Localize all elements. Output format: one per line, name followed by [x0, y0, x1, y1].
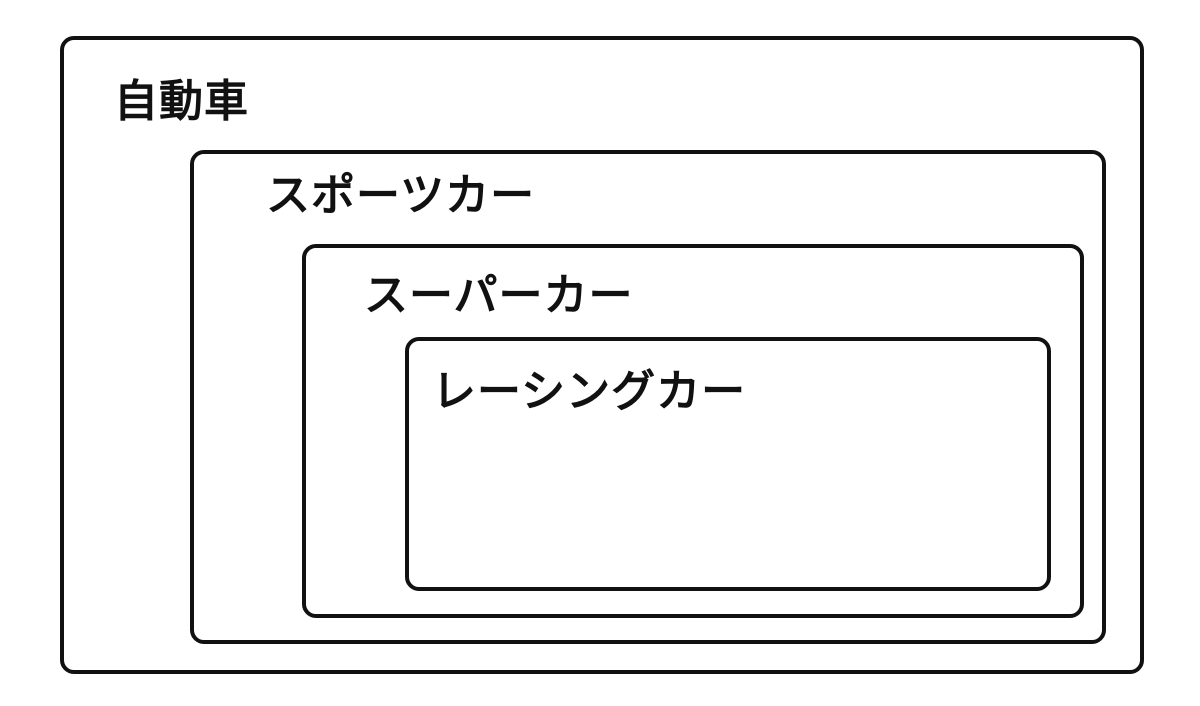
sports-car-label: スポーツカー	[266, 170, 536, 221]
automobile-label: 自動車	[114, 76, 249, 127]
racing-car-label: レーシングカー	[432, 366, 747, 417]
supercar-label: スーパーカー	[364, 270, 634, 321]
racing-car-box	[405, 337, 1051, 591]
